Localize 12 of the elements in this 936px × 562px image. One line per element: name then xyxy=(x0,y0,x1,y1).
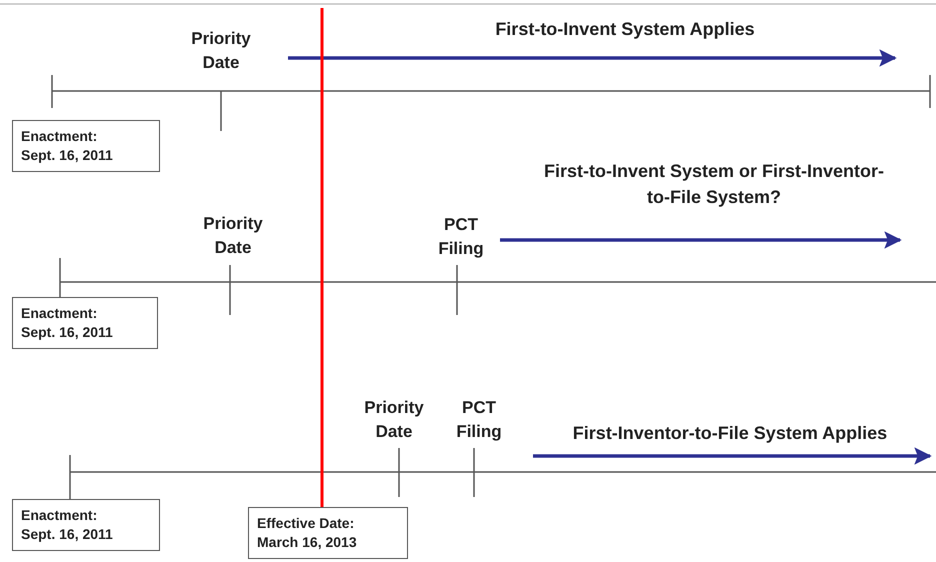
event-label: Priority Date xyxy=(363,397,425,443)
period-label: First-Inventor-to-File System Applies xyxy=(572,422,888,445)
event-label: Priority Date xyxy=(190,28,252,74)
date-box: Enactment: Sept. 16, 2011 xyxy=(12,120,160,172)
date-box: Enactment: Sept. 16, 2011 xyxy=(12,499,160,551)
event-label: PCT Filing xyxy=(455,397,503,443)
date-box: Enactment: Sept. 16, 2011 xyxy=(12,297,158,349)
event-label: PCT Filing xyxy=(437,214,485,260)
period-label: First-to-Invent System or First-Inventor-to-File System? xyxy=(542,160,886,209)
period-label: First-to-Invent System Applies xyxy=(495,18,755,41)
date-box: Effective Date: March 16, 2013 xyxy=(248,507,408,559)
event-label: Priority Date xyxy=(202,213,264,259)
